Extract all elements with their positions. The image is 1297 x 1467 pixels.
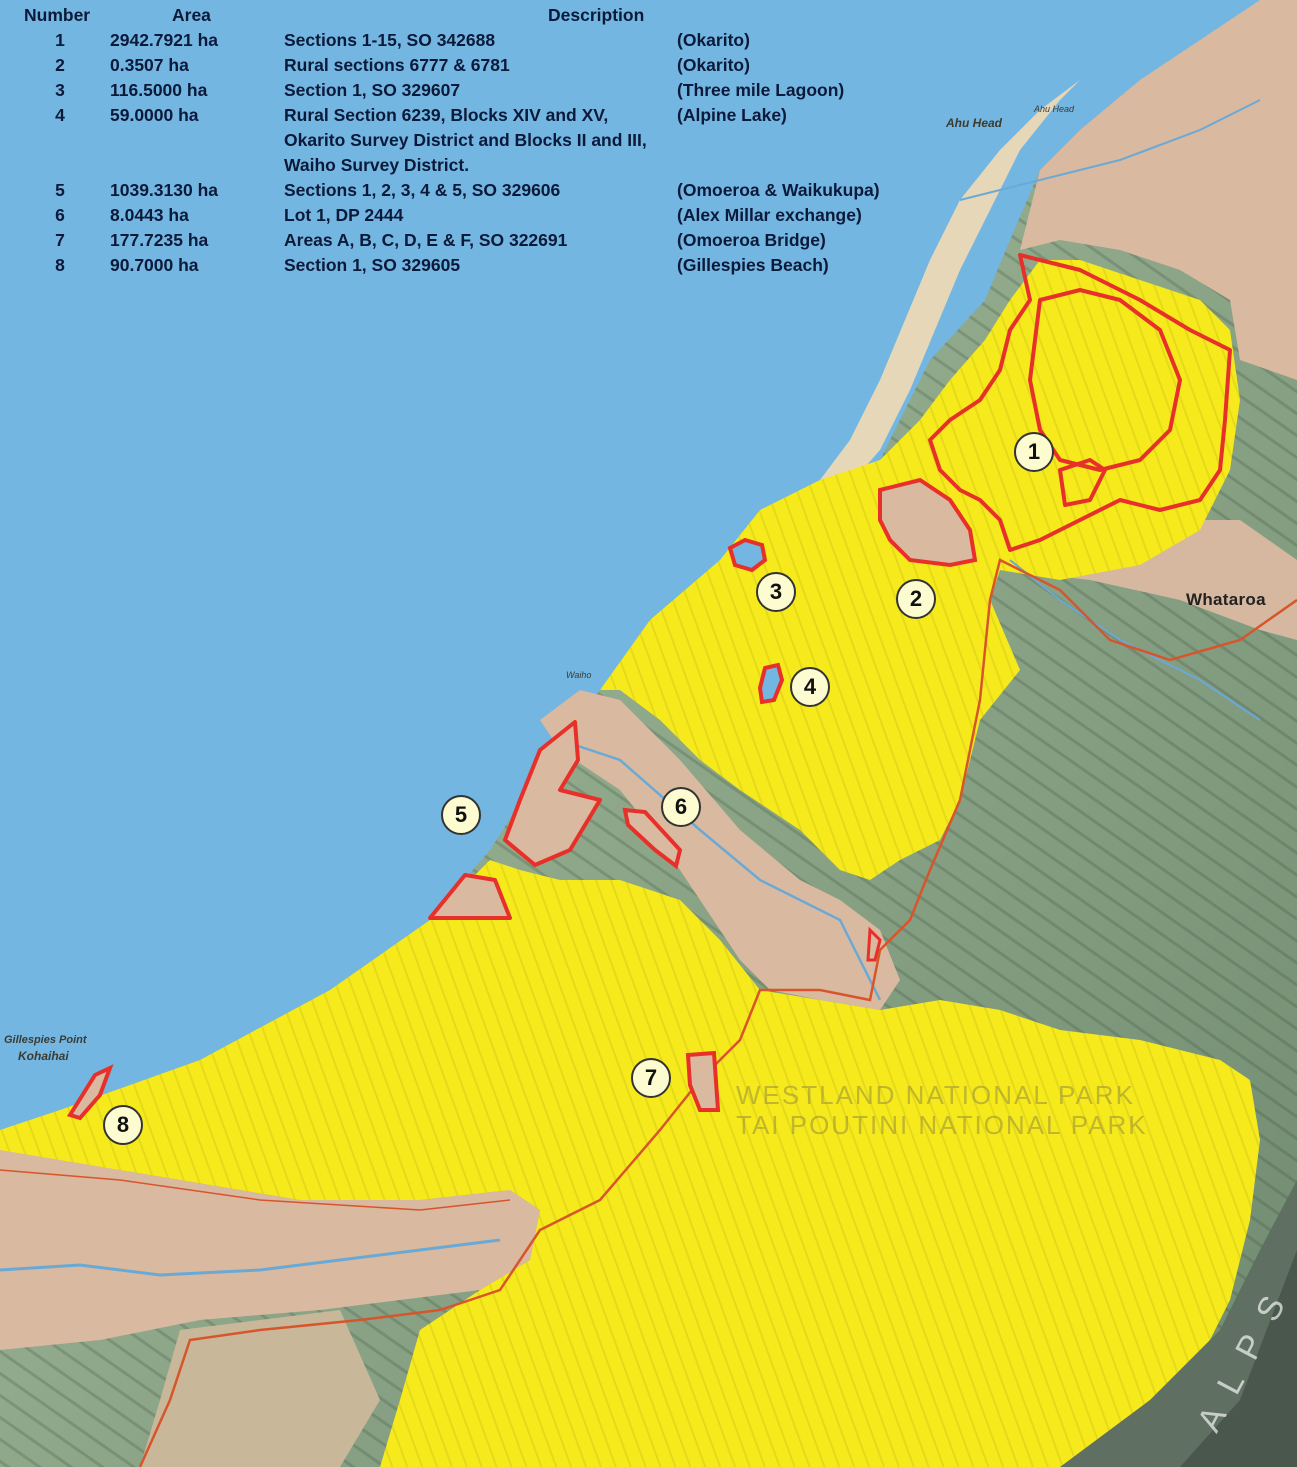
place-label-ahu-head: Ahu Head xyxy=(946,116,1003,130)
legend-number: 6 xyxy=(55,205,65,225)
legend-row: 8 90.7000 ha Section 1, SO 329605 (Gille… xyxy=(0,253,960,278)
legend-header-area: Area xyxy=(172,5,211,25)
legend-location: (Three mile Lagoon) xyxy=(677,80,845,100)
legend-description: Sections 1-15, SO 342688 xyxy=(284,30,496,50)
park-label-maori: TAI POUTINI NATIONAL PARK xyxy=(736,1110,1148,1140)
legend-number: 3 xyxy=(55,80,65,100)
legend-location: (Alpine Lake) xyxy=(677,105,787,125)
legend-area: 116.5000 ha xyxy=(110,80,208,100)
legend-number: 4 xyxy=(55,105,65,125)
legend-description: Section 1, SO 329605 xyxy=(284,255,461,275)
place-label-ahu-head-small: Ahu Head xyxy=(1034,104,1075,114)
legend-location: (Omoeroa Bridge) xyxy=(677,230,826,250)
town-label-whataroa: Whataroa xyxy=(1186,590,1266,609)
legend-header-number: Number xyxy=(24,5,91,25)
legend-area: 1039.3130 ha xyxy=(110,180,219,200)
legend-row: 4 59.0000 ha Rural Section 6239, Blocks … xyxy=(0,103,960,178)
legend-location: (Okarito) xyxy=(677,55,750,75)
legend-number: 7 xyxy=(55,230,65,250)
legend-description: Sections 1, 2, 3, 4 & 5, SO 329606 xyxy=(284,180,561,200)
legend-number: 2 xyxy=(55,55,65,75)
area-marker-5[interactable]: 5 xyxy=(441,795,481,835)
legend-area: 0.3507 ha xyxy=(110,55,189,75)
park-label: WESTLAND NATIONAL PARK xyxy=(736,1080,1135,1110)
legend-table: Number Area Description 1 2942.7921 ha S… xyxy=(0,0,960,282)
farmland-south xyxy=(0,1140,540,1350)
area-marker-1[interactable]: 1 xyxy=(1014,432,1054,472)
legend-location: (Okarito) xyxy=(677,30,750,50)
legend-row: 7 177.7235 ha Areas A, B, C, D, E & F, S… xyxy=(0,228,960,253)
legend-description: Lot 1, DP 2444 xyxy=(284,205,404,225)
place-label-waiho: Waiho xyxy=(566,670,592,680)
legend-row: 3 116.5000 ha Section 1, SO 329607 (Thre… xyxy=(0,78,960,103)
area-marker-6[interactable]: 6 xyxy=(661,787,701,827)
boundary-area-2 xyxy=(878,477,978,568)
boundary-area-5 xyxy=(428,720,602,920)
legend-location: (Alex Millar exchange) xyxy=(677,205,862,225)
legend-row: 1 2942.7921 ha Sections 1-15, SO 342688 … xyxy=(0,28,960,53)
area-marker-7[interactable]: 7 xyxy=(631,1058,671,1098)
legend-number: 5 xyxy=(55,180,65,200)
farmland-north xyxy=(1020,0,1297,380)
boundary-area-8 xyxy=(66,1064,114,1121)
area-marker-8[interactable]: 8 xyxy=(103,1105,143,1145)
place-label-kohaihai: Kohaihai xyxy=(18,1049,69,1063)
legend-number: 8 xyxy=(55,255,65,275)
legend-area: 8.0443 ha xyxy=(110,205,189,225)
legend-area: 2942.7921 ha xyxy=(110,30,219,50)
legend-description: Rural sections 6777 & 6781 xyxy=(284,55,510,75)
legend-row: 2 0.3507 ha Rural sections 6777 & 6781 (… xyxy=(0,53,960,78)
place-label-gillespies-point: Gillespies Point xyxy=(4,1034,87,1046)
legend-location: (Gillespies Beach) xyxy=(677,255,829,275)
legend-number: 1 xyxy=(55,30,65,50)
area-marker-2[interactable]: 2 xyxy=(896,579,936,619)
boundary-area-7 xyxy=(685,1050,721,1112)
area-marker-4[interactable]: 4 xyxy=(790,667,830,707)
boundary-area-4 xyxy=(757,662,785,705)
legend-row: 5 1039.3130 ha Sections 1, 2, 3, 4 & 5, … xyxy=(0,178,960,203)
legend-location: (Omoeroa & Waikukupa) xyxy=(677,180,880,200)
legend-area: 177.7235 ha xyxy=(110,230,209,250)
legend-description: Section 1, SO 329607 xyxy=(284,80,461,100)
area-marker-3[interactable]: 3 xyxy=(756,572,796,612)
boundary-area-3 xyxy=(727,537,768,573)
boundary-area-6 xyxy=(622,807,683,870)
legend-description: Areas A, B, C, D, E & F, SO 322691 xyxy=(284,230,568,250)
legend-area: 90.7000 ha xyxy=(110,255,199,275)
legend-area: 59.0000 ha xyxy=(110,105,199,125)
boundary-area-1 xyxy=(928,253,1232,552)
state-highway xyxy=(138,558,1297,1467)
legend-description: Rural Section 6239, Blocks XIV and XV, O… xyxy=(284,105,647,175)
legend-row: 6 8.0443 ha Lot 1, DP 2444 (Alex Millar … xyxy=(0,203,960,228)
legend-header-description: Description xyxy=(548,5,645,25)
